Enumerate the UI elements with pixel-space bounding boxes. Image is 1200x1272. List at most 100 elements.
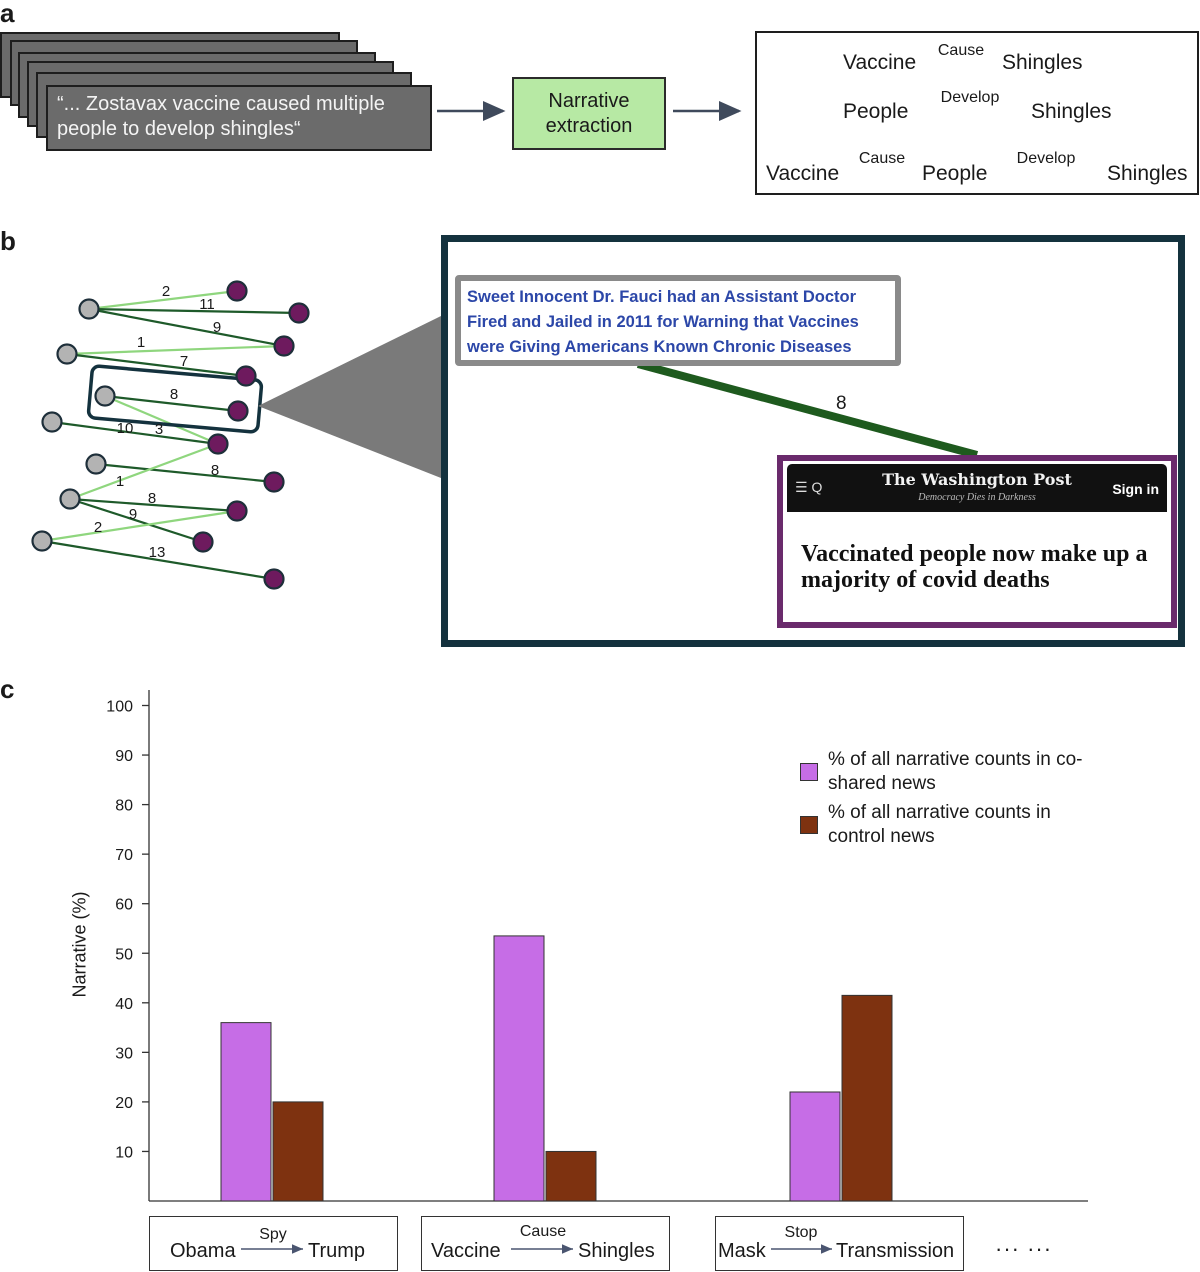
news-node-purple [226,500,248,522]
news-node-grey [94,385,116,407]
zoom-callout [258,316,441,478]
narrative-extraction-box: Narrative extraction [512,77,666,150]
bar-control [841,994,893,1202]
narr1-object: Shingles [1002,51,1083,74]
network-edge [66,352,247,378]
y-tick-label: 60 [115,897,133,914]
cat1-subject: Obama [170,1240,236,1262]
legend-label-coshared: % of all narrative counts in co-shared n… [828,749,1083,794]
news-node-grey [78,298,100,320]
category-arrows [241,1244,832,1254]
legend-swatch-coshared [800,763,818,781]
network-edge [69,497,238,513]
narr3-subject: Vaccine [766,162,840,185]
news-node-purple [263,471,285,493]
narr3-relation2: Develop [1016,150,1076,167]
news-article-card: ☰ Q The Washington Post Democracy Dies i… [777,455,1177,628]
narr3-middle: People [922,162,988,185]
narr3-object: Shingles [1107,162,1188,185]
panel-c-letter: c [0,674,15,704]
edge-weight-label: 2 [162,283,170,300]
network-edge [41,509,238,543]
edge-weight-label: 8 [211,462,219,479]
y-tick-label: 70 [115,847,133,864]
network-edge [88,307,300,315]
bar-coshared [493,935,545,1202]
y-tick-label: 40 [115,996,133,1013]
edge-weight-label: 8 [170,386,178,403]
network-edge [66,344,285,356]
category-mask-stop-transmission [715,1216,964,1271]
news-header-bar: ☰ Q The Washington Post Democracy Dies i… [787,464,1167,512]
y-tick-label: 30 [115,1045,133,1062]
edge-weight-label: 1 [137,334,145,351]
news-logo: The Washington Post [882,470,1072,489]
misinformation-headline: Sweet Innocent Dr. Fauci had an Assistan… [455,275,901,366]
network-edge [41,539,275,581]
news-node-purple [288,302,310,324]
panel-a-letter: a [0,0,15,28]
cat3-relation: Stop [784,1224,818,1241]
detail-edge-weight: 8 [836,393,847,414]
news-node-purple [235,365,257,387]
cat3-object: Transmission [836,1240,955,1262]
network-edge [88,307,285,348]
bar-coshared [220,1022,272,1202]
category-vaccine-cause-shingles [421,1216,670,1271]
bar-chart: 10 20 30 40 50 60 70 80 90 100 [106,690,1088,1202]
cat2-object: Shingles [578,1240,655,1262]
detail-edge [636,360,979,459]
network-edge [69,442,219,501]
news-node-purple [263,568,285,590]
y-tick-label: 10 [115,1144,133,1161]
network-edge [51,420,219,446]
network-edge [88,289,238,311]
edge-weight-label: 3 [155,421,163,438]
narr2-relation: Develop [940,89,1000,106]
news-headline: Vaccinated people now make up a majority… [801,541,1148,593]
news-node-grey [85,453,107,475]
news-node-purple [273,335,295,357]
news-tagline: Democracy Dies in Darkness [918,492,1036,503]
sign-in-link: Sign in [1112,481,1159,497]
edge-weight-label: 1 [116,473,124,490]
news-node-grey [59,488,81,510]
category-obama-spy-trump [149,1216,398,1271]
news-node-purple [226,280,248,302]
edge-weight-label: 8 [148,490,156,507]
legend-swatch-control [800,816,818,834]
network-edge [69,497,204,544]
network-edge [104,394,219,446]
bar-control [545,1150,597,1202]
y-tick-label: 90 [115,748,133,765]
panel-b-letter: b [0,226,16,256]
narr2-subject: People [843,100,909,123]
news-node-purple [207,433,229,455]
menu-search-icon: ☰ Q [795,479,823,495]
y-tick-label: 100 [106,699,133,716]
narr1-relation: Cause [937,42,985,59]
news-node-grey [31,530,53,552]
narr2-object: Shingles [1031,100,1112,123]
zoom-wedge [258,316,441,478]
edge-weight-label: 9 [129,506,137,523]
y-tick-label: 80 [115,798,133,815]
edge-weight-label: 7 [180,353,188,370]
quote-card: “... Zostavax vaccine caused multiple pe… [46,85,432,151]
edge-weight-label: 11 [199,296,215,313]
y-tick-label: 20 [115,1095,133,1112]
legend-label-control: % of all narrative counts in control new… [828,802,1051,847]
cat3-subject: Mask [718,1240,766,1262]
y-axis-label: Narrative (%) [69,891,90,998]
detail-edge-line [636,360,979,459]
network-edge [104,394,239,413]
edge-weight-label: 2 [94,519,102,536]
cat2-subject: Vaccine [431,1240,501,1262]
more-categories-ellipsis: ··· ··· [995,1236,1053,1261]
narr3-relation1: Cause [858,150,906,167]
narr1-subject: Vaccine [843,51,917,74]
bar-coshared [789,1091,841,1202]
news-node-purple [227,400,249,422]
network-edge [95,462,275,484]
y-tick-label: 50 [115,946,133,963]
